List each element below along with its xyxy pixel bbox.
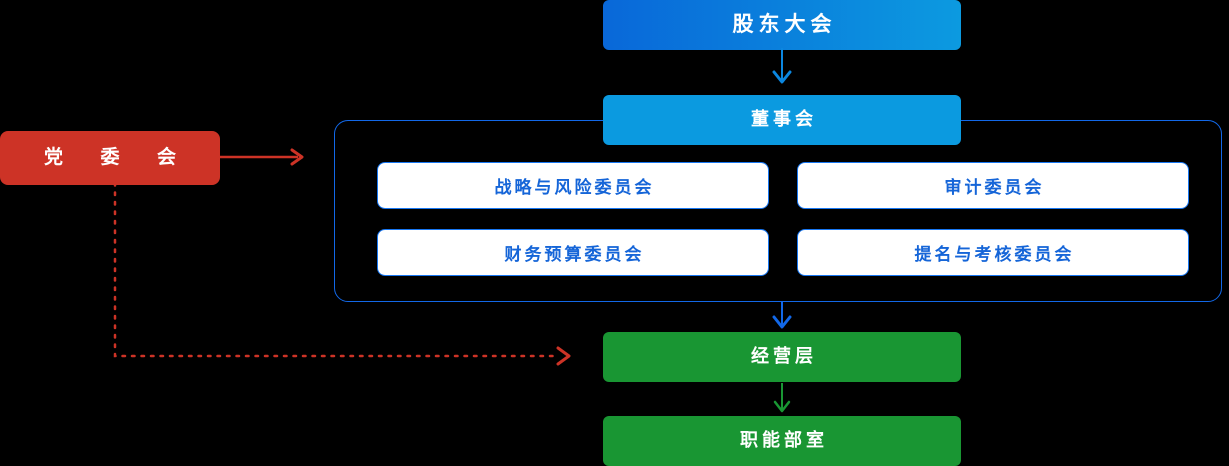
- node-party-committee[interactable]: 党 委 会: [0, 131, 220, 185]
- committee-audit[interactable]: 审计委员会: [797, 162, 1189, 209]
- node-party-committee-label: 党 委 会: [43, 146, 186, 168]
- committee-audit-label: 审计委员会: [944, 178, 1045, 197]
- node-management-layer-label: 经营层: [751, 346, 817, 367]
- node-management-layer[interactable]: 经营层: [603, 332, 961, 382]
- node-functional-departments[interactable]: 职能部室: [603, 416, 961, 466]
- committee-strategy-risk[interactable]: 战略与风险委员会: [377, 162, 769, 209]
- node-board-of-directors[interactable]: 董事会: [603, 95, 961, 145]
- committee-financial-budget-label: 财务预算委员会: [504, 245, 645, 264]
- node-shareholders-meeting[interactable]: 股东大会: [603, 0, 961, 50]
- connector-board-to-management-icon: [772, 301, 792, 329]
- connector-party-to-management-icon: [113, 183, 571, 366]
- committee-nomination-evaluation-label: 提名与考核委员会: [914, 245, 1075, 264]
- committee-strategy-risk-label: 战略与风险委员会: [494, 178, 655, 197]
- connector-management-to-functional-icon: [773, 383, 791, 413]
- connector-party-to-board-icon: [218, 148, 304, 166]
- node-board-of-directors-label: 董事会: [751, 109, 817, 130]
- node-shareholders-meeting-label: 股东大会: [732, 13, 837, 37]
- committee-financial-budget[interactable]: 财务预算委员会: [377, 229, 769, 276]
- connector-shareholders-to-board-icon: [772, 48, 792, 84]
- committee-nomination-evaluation[interactable]: 提名与考核委员会: [797, 229, 1189, 276]
- node-functional-departments-label: 职能部室: [740, 430, 828, 451]
